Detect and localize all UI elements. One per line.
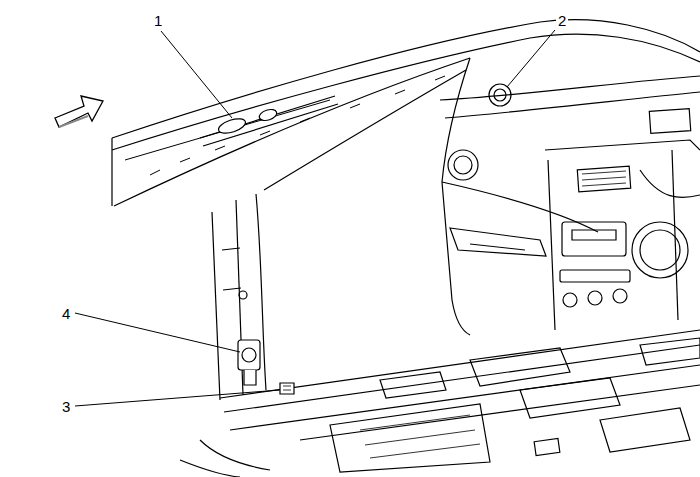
curtain-airbag: [258, 107, 278, 122]
instrument-panel: [494, 89, 506, 101]
direction-arrow: [59, 116, 88, 127]
instrument-panel: [440, 76, 700, 330]
callout-number: 3: [60, 398, 72, 415]
instrument-panel: [649, 109, 690, 134]
floor-and-sill: [180, 460, 240, 477]
instrument-panel: [448, 150, 478, 180]
b-pillar: [212, 212, 220, 400]
floor-and-sill: [520, 378, 620, 418]
callout-number: 1: [152, 12, 164, 29]
b-pillar: [212, 194, 266, 400]
leader-line: [161, 31, 232, 118]
floor-and-sill: [330, 404, 490, 472]
floor-and-sill: [200, 440, 270, 470]
floor-and-sill: [300, 385, 700, 440]
instrument-panel: [572, 230, 616, 240]
direction-arrow: [55, 96, 103, 127]
floor-and-sill: [470, 348, 570, 386]
instrument-panel: [632, 222, 688, 278]
connector: [280, 383, 294, 394]
floor-and-sill: [230, 365, 700, 430]
roof-rail: [114, 58, 470, 206]
roof-rail: [112, 20, 700, 138]
instrument-panel: [613, 289, 627, 303]
instrument-panel: [450, 228, 546, 256]
roof-rail: [125, 76, 445, 175]
callout-number: 2: [556, 12, 568, 29]
curtain-airbag: [217, 116, 247, 136]
connector: [280, 383, 294, 394]
instrument-panel: [577, 166, 630, 192]
leader-line: [75, 30, 555, 406]
curtain-airbag: [203, 104, 338, 146]
instrument-panel: [640, 230, 680, 270]
roof-rail: [112, 34, 700, 150]
curtain-airbag: [200, 96, 335, 138]
callout-number: 4: [60, 305, 72, 322]
instrument-panel: [563, 293, 577, 307]
instrument-panel: [454, 156, 472, 174]
instrument-panel: [582, 171, 626, 186]
instrument-panel: [442, 182, 598, 232]
seat-belt-retractor: [238, 340, 260, 385]
leader-line: [75, 390, 280, 406]
instrument-panel: [489, 84, 511, 106]
instrument-panel: [545, 140, 700, 150]
seat-belt-retractor: [242, 348, 256, 362]
instrument-panel: [588, 291, 602, 305]
floor-and-sill: [534, 438, 560, 455]
b-pillar: [222, 248, 241, 290]
leader-line: [507, 30, 555, 87]
seat-belt-retractor: [238, 340, 260, 370]
roof-rail: [112, 20, 700, 206]
door-opening: [264, 70, 466, 190]
b-pillar: [239, 291, 247, 299]
instrument-panel: [562, 222, 626, 256]
floor-and-sill: [220, 330, 700, 398]
floor-and-sill: [180, 330, 700, 477]
connector: [283, 386, 291, 390]
roof-rail: [111, 138, 112, 206]
direction-arrow: [55, 96, 103, 127]
instrument-panel: [548, 160, 555, 330]
floor-and-sill: [224, 345, 700, 412]
floor-and-sill: [360, 415, 480, 458]
floor-and-sill: [640, 338, 700, 365]
instrument-panel: [560, 270, 630, 282]
floor-and-sill: [600, 408, 690, 452]
door-opening: [264, 58, 470, 335]
instrument-panel: [445, 92, 700, 118]
seat-belt-retractor: [244, 370, 256, 385]
instrument-panel: [470, 244, 525, 250]
leader-line: [75, 313, 240, 352]
instrument-panel: [640, 170, 700, 197]
floor-and-sill: [380, 372, 446, 398]
